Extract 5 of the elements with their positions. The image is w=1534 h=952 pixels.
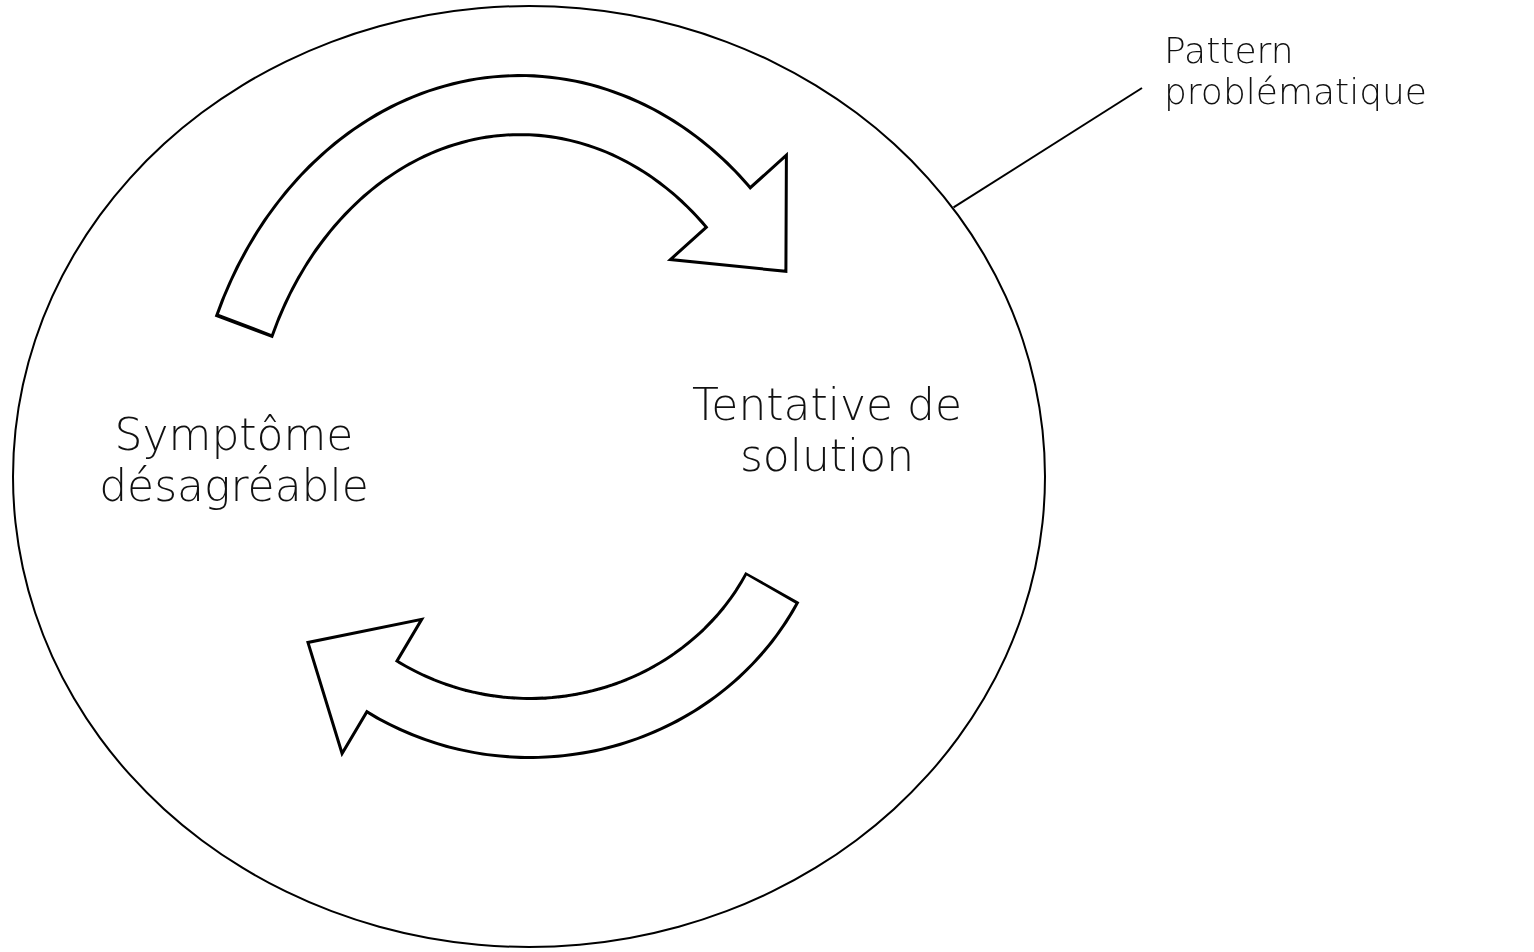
- node-label: Pattern problématique: [1164, 30, 1524, 113]
- node-label: Tentative de solution: [642, 380, 1012, 482]
- ellipse-outline: [12, 5, 1046, 948]
- node-label: Symptôme désagréable: [64, 410, 404, 512]
- leader-line: [952, 87, 1143, 209]
